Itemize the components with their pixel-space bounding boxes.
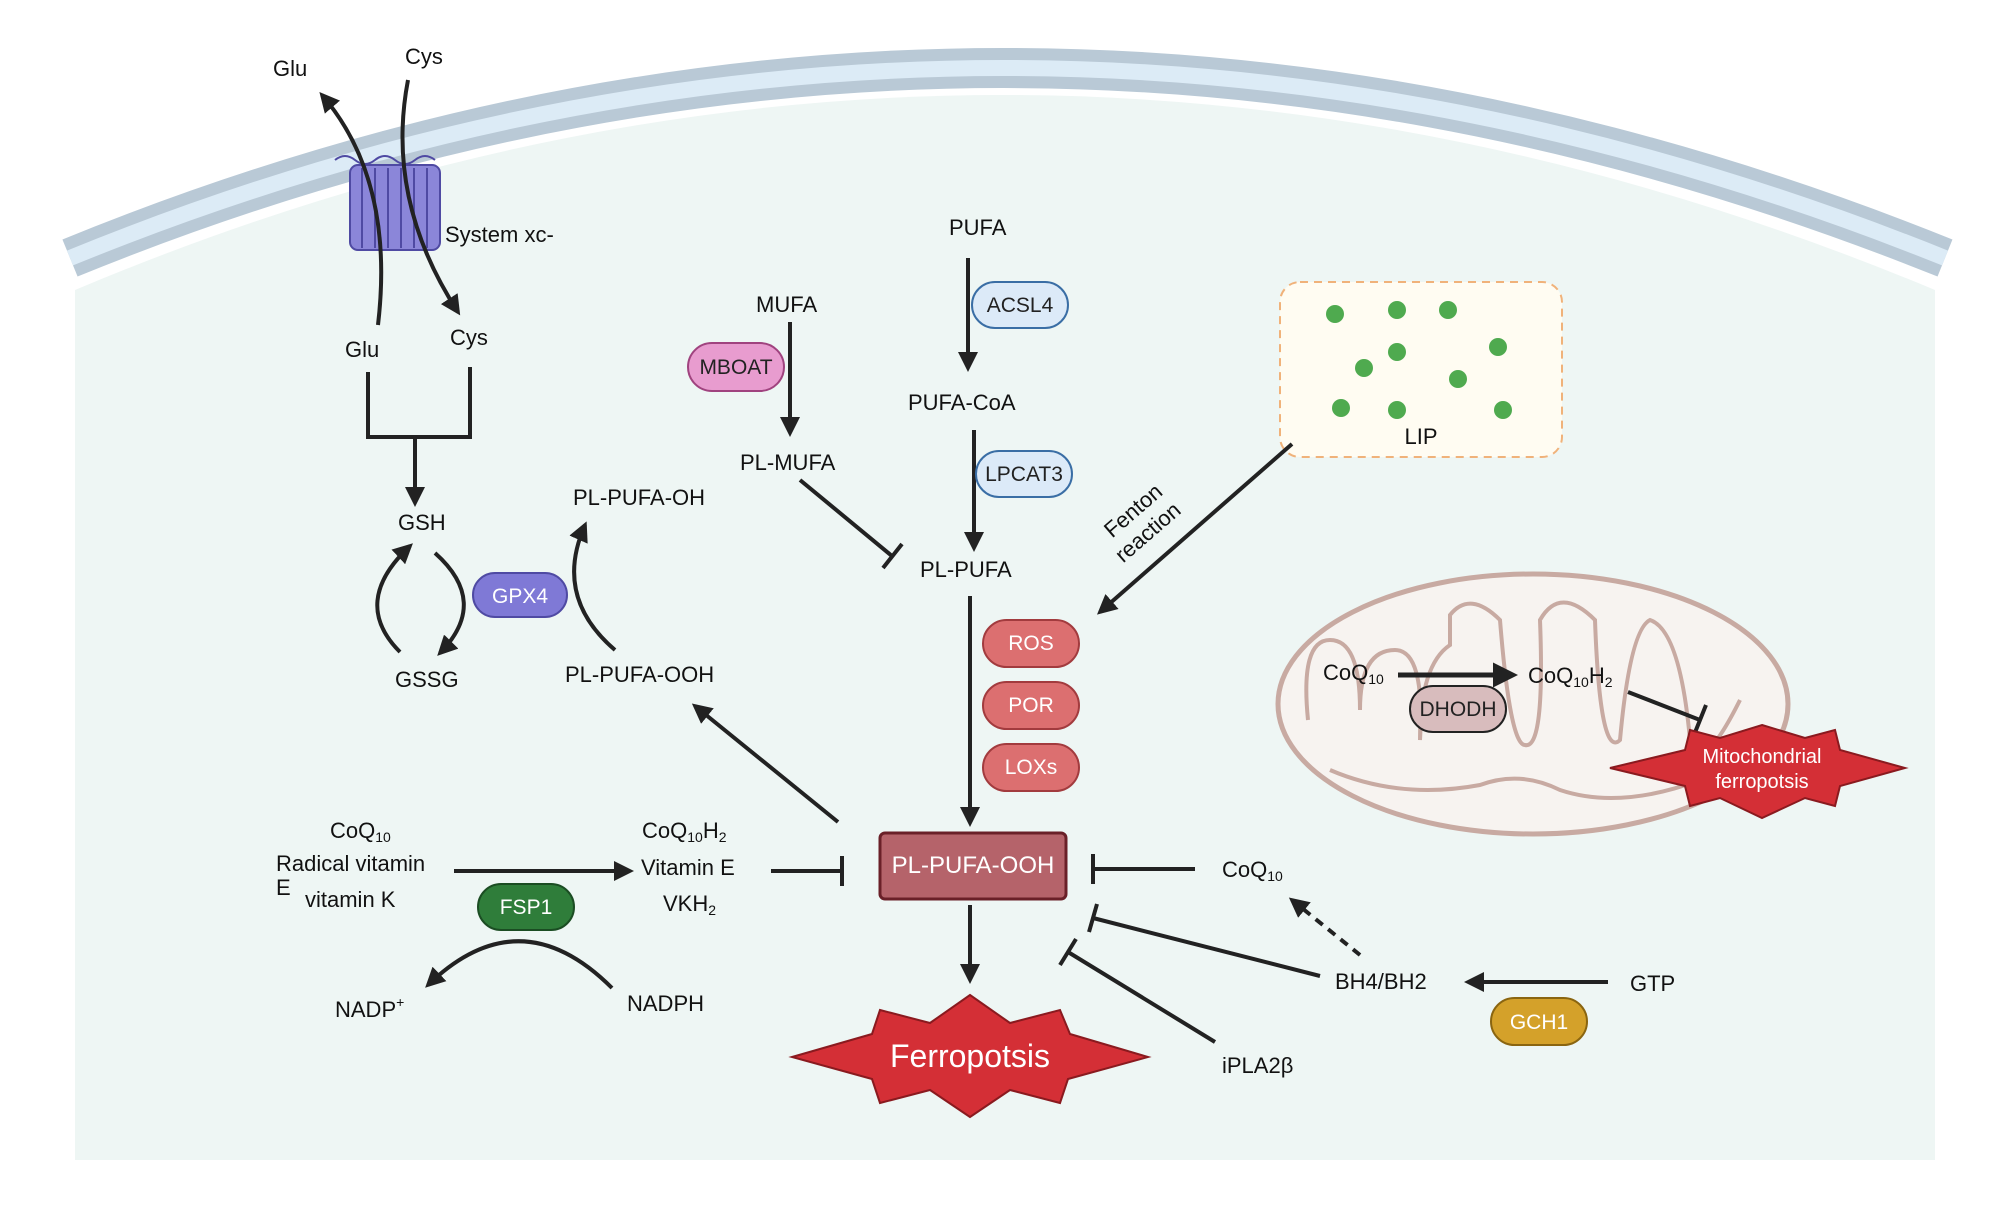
pl-mufa-inhibit-line <box>798 478 894 558</box>
pl-mufa-inhibit-bar <box>881 542 904 570</box>
gpx4-enzyme: GPX4 <box>472 572 568 618</box>
bh4-to-coq10-dashed-arrow <box>1288 897 1362 957</box>
svg-text:GPX4: GPX4 <box>492 585 548 608</box>
ipla2b-label: iPLA2β <box>1222 1053 1293 1078</box>
svg-text:LIP: LIP <box>1404 424 1437 449</box>
bh4-bh2-label: BH4/BH2 <box>1335 969 1427 994</box>
svg-text:LPCAT3: LPCAT3 <box>985 463 1063 486</box>
gtp-label: GTP <box>1630 971 1675 996</box>
pl-pufa-oh-label: PL-PUFA-OH <box>573 485 705 510</box>
fenton-arrow <box>1096 442 1294 615</box>
iron-dot <box>1494 401 1512 419</box>
gsh-label: GSH <box>398 510 446 535</box>
vkh2-label: VKH2 <box>663 891 716 918</box>
svg-text:PL-PUFA-OOH: PL-PUFA-OOH <box>892 852 1055 879</box>
mito-inhibit-line <box>1627 690 1701 722</box>
svg-text:MBOAT: MBOAT <box>699 356 772 379</box>
mboat-enzyme: MBOAT <box>687 342 785 392</box>
iron-dot <box>1355 359 1373 377</box>
iron-dot <box>1449 370 1467 388</box>
svg-text:ACSL4: ACSL4 <box>987 294 1054 317</box>
mito-inhibit-bar <box>1692 704 1708 736</box>
svg-text:DHODH: DHODH <box>1420 698 1497 721</box>
glu-cys-merge-line <box>366 367 472 439</box>
gsh-to-gssg-arrow <box>433 551 466 656</box>
ros-pill: ROS <box>982 619 1080 668</box>
coq10-left-label: CoQ10 <box>330 818 391 845</box>
lip-pool: LIP <box>1279 281 1563 458</box>
mito-coq10h2-label: CoQ10H2 <box>1528 663 1613 690</box>
gch1-enzyme: GCH1 <box>1490 997 1588 1046</box>
ipla2b-inhibit-bar <box>1058 937 1078 967</box>
pl-mufa-label: PL-MUFA <box>740 450 836 475</box>
glu-export-arrow <box>319 91 384 326</box>
iron-dot <box>1332 399 1350 417</box>
gssg-label: GSSG <box>395 667 459 692</box>
lpcat3-enzyme: LPCAT3 <box>975 450 1073 498</box>
svg-text:FSP1: FSP1 <box>500 896 553 919</box>
inside-glu-label: Glu <box>345 337 379 362</box>
ipla2b-inhibit-line <box>1066 950 1217 1044</box>
vitamin-e-label: Vitamin E <box>641 855 735 880</box>
pl-pufa-ooh-top-label: PL-PUFA-OOH <box>565 662 714 687</box>
radical-vitamin-e-label-2: E <box>276 875 291 900</box>
outside-glu-label: Glu <box>273 56 307 81</box>
cell-membrane-inner <box>66 60 1948 266</box>
pl-pufa-ooh-to-oh-arrow <box>569 521 617 652</box>
pl-pufa-label: PL-PUFA <box>920 557 1012 582</box>
iron-dot <box>1326 305 1344 323</box>
svg-text:ROS: ROS <box>1008 632 1054 655</box>
iron-dot <box>1388 401 1406 419</box>
iron-dot <box>1388 343 1406 361</box>
nadph-label: NADPH <box>627 991 704 1016</box>
radical-vitamin-e-label: Radical vitamin <box>276 851 425 876</box>
pufa-coa-label: PUFA-CoA <box>908 390 1016 415</box>
vitamin-k-label: vitamin K <box>305 887 396 912</box>
bh4-inhibit-line <box>1092 916 1321 978</box>
svg-text:ferropotsis: ferropotsis <box>1715 771 1808 793</box>
pufa-label: PUFA <box>949 215 1007 240</box>
iron-dot <box>1388 301 1406 319</box>
inside-cys-label: Cys <box>450 325 488 350</box>
nadp-label: NADP+ <box>335 994 404 1022</box>
gssg-to-gsh-arrow <box>375 543 413 654</box>
core-to-pl-pufa-ooh-arrow <box>691 703 840 824</box>
por-pill: POR <box>982 681 1080 730</box>
iron-dots <box>1326 301 1512 419</box>
nadph-to-nadp-arrow <box>425 939 614 990</box>
loxs-pill: LOXs <box>982 743 1080 792</box>
ferroptosis-burst: Ferropotsis <box>788 993 1152 1119</box>
coq10h2-left-label: CoQ10H2 <box>642 818 727 845</box>
mitochondrial-ferroptosis-burst: Mitochondrial ferropotsis <box>1609 723 1909 820</box>
svg-text:GCH1: GCH1 <box>1510 1011 1568 1034</box>
fsp1-enzyme: FSP1 <box>477 883 575 931</box>
outside-cys-label: Cys <box>405 44 443 69</box>
pl-pufa-ooh-core-box: PL-PUFA-OOH <box>878 831 1068 901</box>
svg-text:Mitochondrial: Mitochondrial <box>1703 746 1822 768</box>
svg-text:Ferropotsis: Ferropotsis <box>890 1038 1050 1074</box>
iron-dot <box>1439 301 1457 319</box>
system-xc-transporter-icon <box>334 155 441 251</box>
coq10-right-label: CoQ10 <box>1222 857 1283 884</box>
svg-text:POR: POR <box>1008 694 1054 717</box>
mufa-label: MUFA <box>756 292 817 317</box>
acsl4-enzyme: ACSL4 <box>971 281 1069 329</box>
system-xc-label: System xc- <box>445 222 554 247</box>
bh4-inhibit-bar <box>1087 903 1099 933</box>
dhodh-enzyme: DHODH <box>1409 685 1507 733</box>
iron-dot <box>1489 338 1507 356</box>
cys-import-arrow <box>400 79 461 316</box>
mito-coq10-label: CoQ10 <box>1323 660 1384 687</box>
svg-text:LOXs: LOXs <box>1005 756 1058 779</box>
